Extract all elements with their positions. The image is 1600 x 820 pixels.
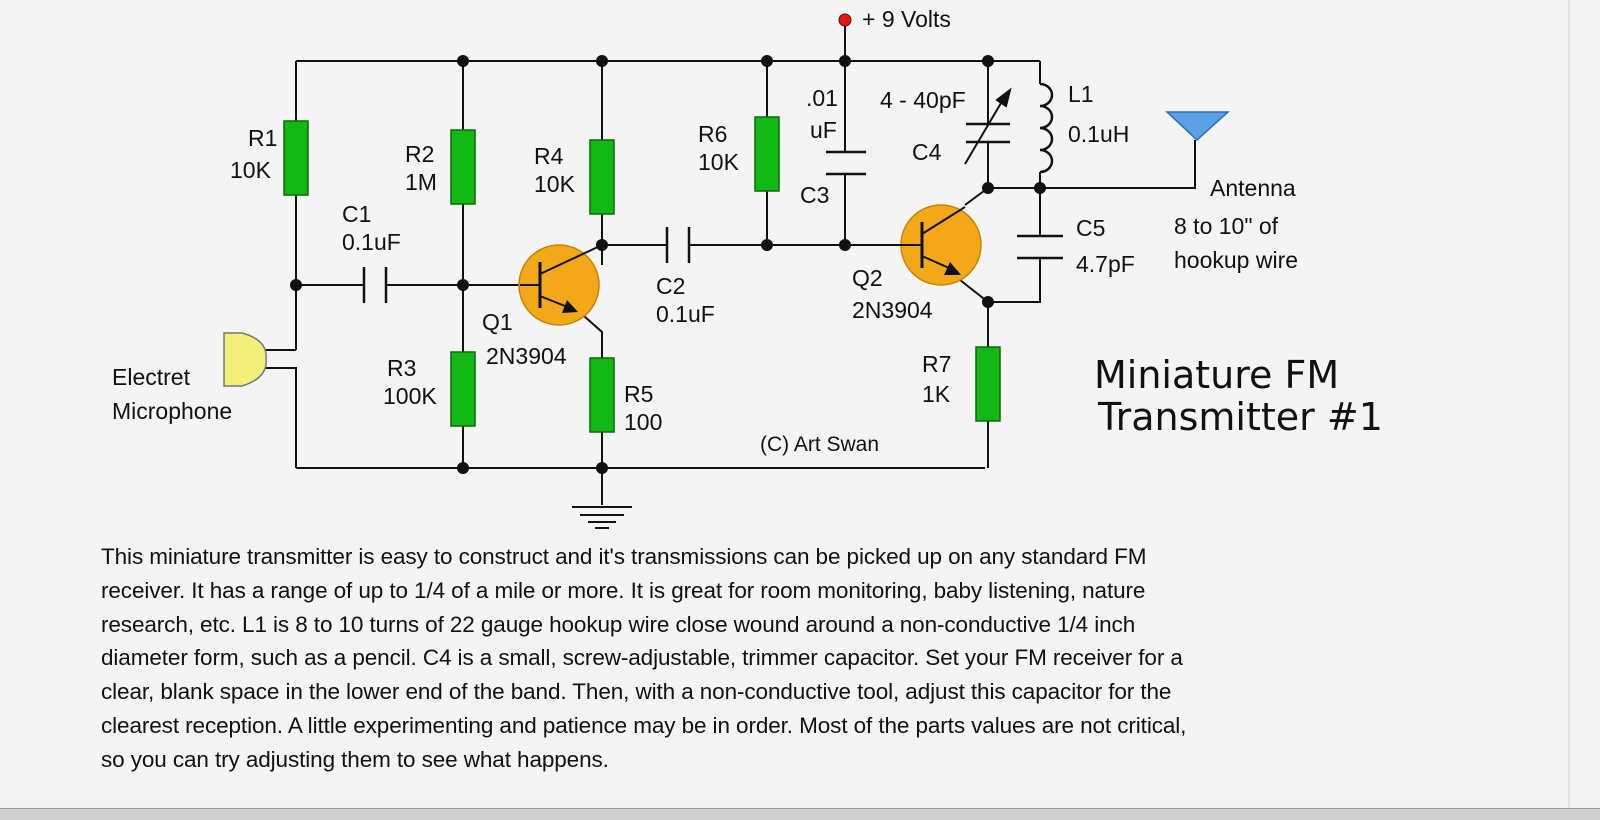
description-paragraph: This miniature transmitter is easy to co… xyxy=(101,540,1521,777)
c3-name: C3 xyxy=(800,182,829,208)
component-labels: + 9 Volts R1 10K R2 1M R3 100K R4 10K R5… xyxy=(112,6,1383,456)
r3-value: 100K xyxy=(383,383,437,409)
r3-name: R3 xyxy=(387,355,416,381)
electret-microphone xyxy=(223,332,267,387)
r6-resistor xyxy=(754,116,780,192)
microphone-label-line2: Microphone xyxy=(112,398,232,424)
r3-resistor xyxy=(450,351,476,427)
c4-value: 4 - 40pF xyxy=(880,87,966,113)
l1-value: 0.1uH xyxy=(1068,121,1129,147)
description-line: clearest reception. A little experimenti… xyxy=(101,712,1187,738)
q2-part: 2N3904 xyxy=(852,297,933,323)
r7-resistor xyxy=(975,346,1001,422)
resistors xyxy=(283,116,1001,433)
r5-value: 100 xyxy=(624,409,662,435)
q2-transistor xyxy=(900,204,982,286)
description-line: receiver. It has a range of up to 1/4 of… xyxy=(101,577,1146,603)
r4-name: R4 xyxy=(534,143,564,169)
antenna-label-line1: Antenna xyxy=(1210,175,1296,201)
microphone-label-line1: Electret xyxy=(112,364,191,390)
r6-name: R6 xyxy=(698,121,727,147)
c4-name: C4 xyxy=(912,139,942,165)
diagram-title-line2: Transmitter #1 xyxy=(1097,395,1383,439)
q1-name: Q1 xyxy=(482,309,513,335)
description-line: This miniature transmitter is easy to co… xyxy=(101,544,1147,569)
diagram-title-line1: Miniature FM xyxy=(1094,353,1339,397)
antenna-label-line2: 8 to 10" of xyxy=(1174,213,1279,239)
r4-resistor xyxy=(589,139,615,215)
page-bottom-edge xyxy=(0,808,1600,820)
junction-dots xyxy=(290,55,1046,474)
c1-value: 0.1uF xyxy=(342,229,401,255)
r6-value: 10K xyxy=(698,149,740,175)
c2-value: 0.1uF xyxy=(656,301,715,327)
r1-name: R1 xyxy=(248,125,277,151)
q1-part: 2N3904 xyxy=(486,343,567,369)
ground-symbol xyxy=(572,506,632,529)
l1-coil xyxy=(1039,82,1054,174)
r2-value: 1M xyxy=(405,169,437,195)
fm-transmitter-schematic: + 9 Volts R1 10K R2 1M R3 100K R4 10K R5… xyxy=(112,6,1383,529)
supply-terminal-dot xyxy=(838,13,852,27)
r2-resistor xyxy=(450,129,476,205)
antenna-symbol xyxy=(1165,111,1230,142)
capacitor-plates xyxy=(362,122,1063,303)
antenna-label-line3: hookup wire xyxy=(1174,247,1298,273)
c3-value-line2: uF xyxy=(810,117,837,143)
q1-transistor xyxy=(518,244,603,326)
c4-trimmer-arrow xyxy=(964,87,1012,165)
r1-resistor xyxy=(283,120,309,196)
wires xyxy=(265,20,1196,505)
c2-name: C2 xyxy=(656,273,685,299)
page-right-edge xyxy=(1568,0,1570,808)
r2-name: R2 xyxy=(405,141,434,167)
c5-value: 4.7pF xyxy=(1076,251,1135,277)
c5-name: C5 xyxy=(1076,215,1105,241)
description-line: clear, blank space in the lower end of t… xyxy=(101,679,1172,705)
copyright-label: (C) Art Swan xyxy=(760,433,879,456)
c1-name: C1 xyxy=(342,201,371,227)
description-line: diameter form, such as a pencil. C4 is a… xyxy=(101,645,1183,671)
description-line: research, etc. L1 is 8 to 10 turns of 22… xyxy=(101,611,1136,637)
description-line: so you can try adjusting them to see wha… xyxy=(101,746,609,772)
c3-value-line1: .01 xyxy=(806,85,838,111)
r7-value: 1K xyxy=(922,381,951,407)
r1-value: 10K xyxy=(230,157,272,183)
q2-name: Q2 xyxy=(852,265,883,291)
r5-name: R5 xyxy=(624,381,653,407)
l1-name: L1 xyxy=(1068,81,1094,107)
supply-label: + 9 Volts xyxy=(862,6,951,32)
r4-value: 10K xyxy=(534,171,576,197)
r7-name: R7 xyxy=(922,351,951,377)
r5-resistor xyxy=(589,357,615,433)
